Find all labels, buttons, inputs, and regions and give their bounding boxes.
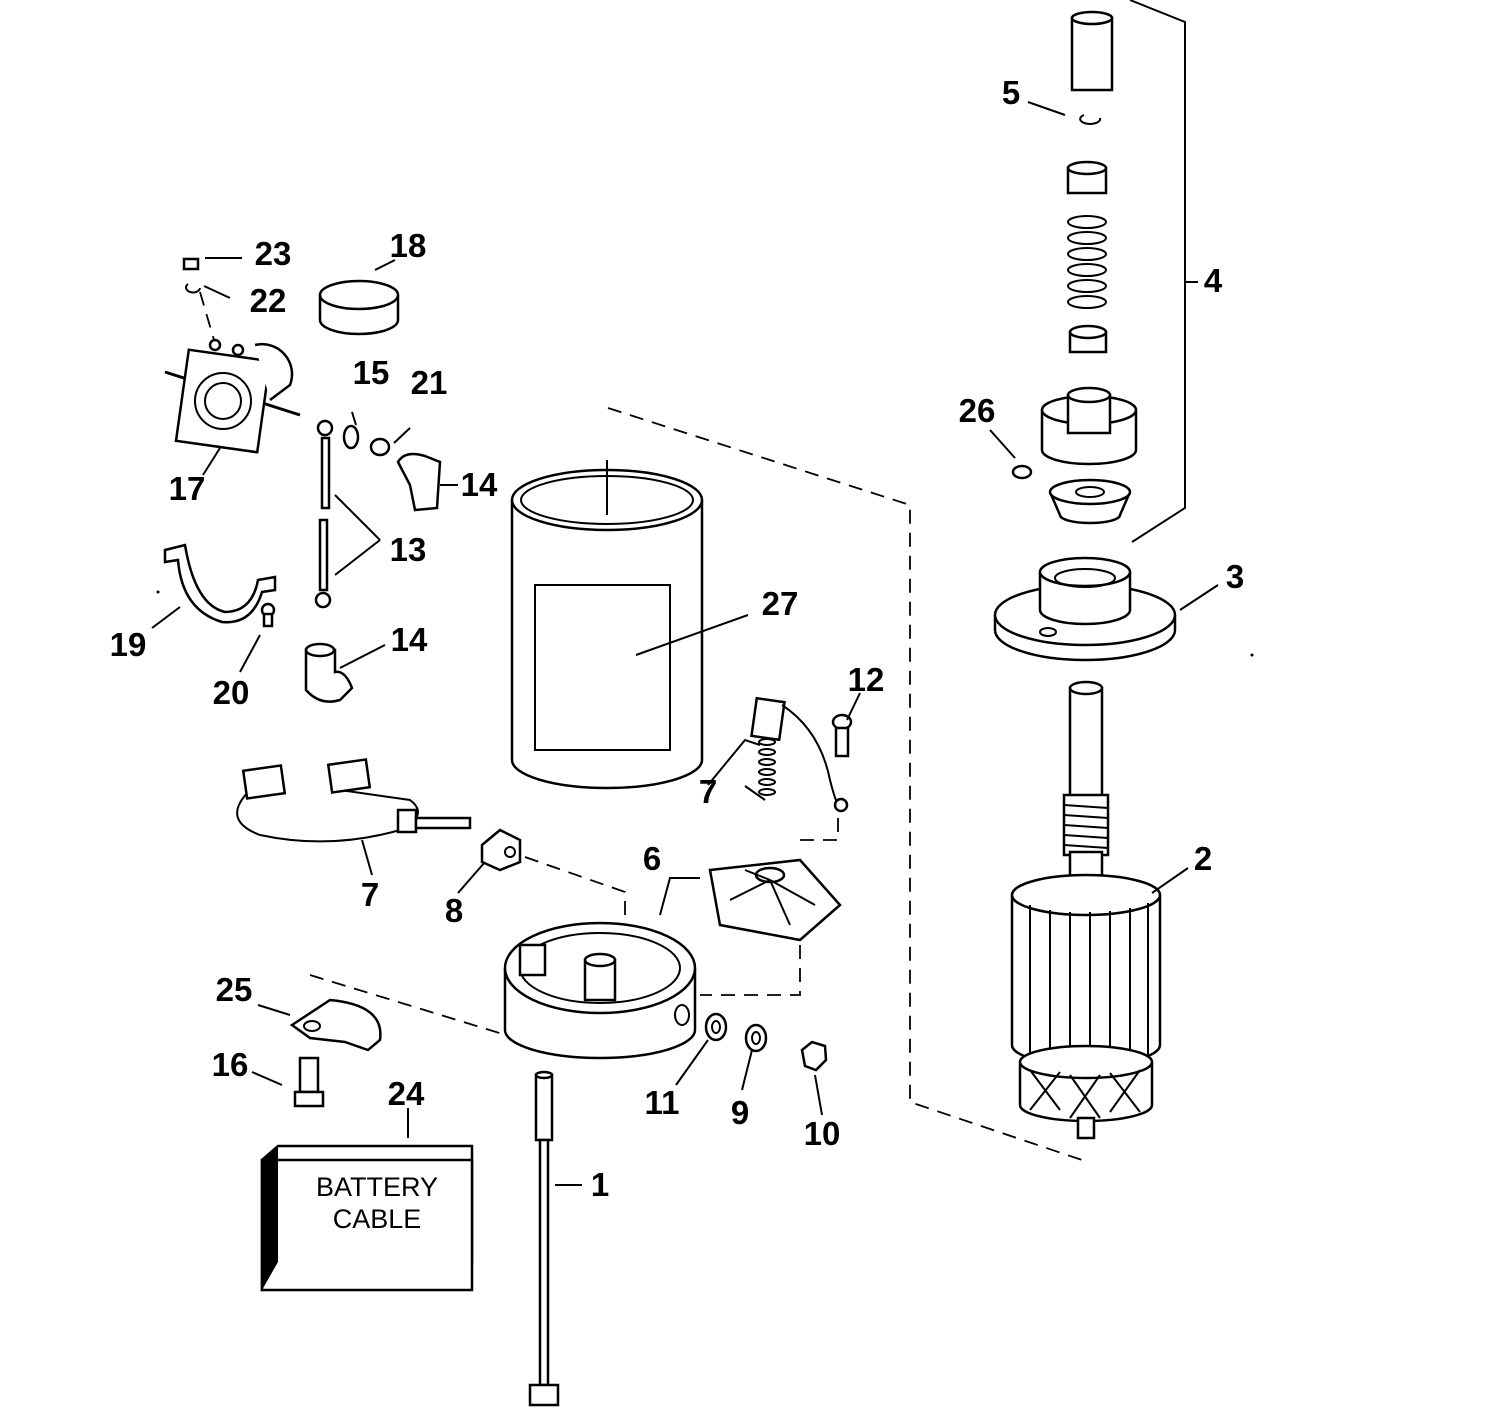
nut-part-26	[1011, 464, 1033, 480]
brush-spring-part-7	[758, 738, 776, 796]
callout-16: 16	[212, 1046, 249, 1083]
battery-cable-box-part-24	[260, 1144, 474, 1292]
commutator-end-cap	[503, 921, 697, 1060]
callout-23: 23	[255, 235, 292, 272]
callout-15: 15	[353, 354, 390, 391]
callout-6: 6	[643, 840, 661, 877]
boot-part-14-lower	[304, 642, 354, 703]
brush-plate-part-6	[708, 858, 842, 942]
callout-7-right: 7	[699, 773, 717, 810]
battery-cable-label-line-1: BATTERY	[316, 1172, 438, 1202]
lockwasher-part-15	[342, 424, 360, 450]
bolt-part-16	[293, 1056, 325, 1108]
callout-25: 25	[216, 971, 253, 1008]
washer-part-9	[744, 1023, 768, 1053]
callout-1: 1	[591, 1166, 609, 1203]
armature-part-2	[1010, 680, 1162, 1140]
callout-14-lower: 14	[391, 621, 428, 658]
drive-end-cap-part-3	[993, 556, 1177, 662]
callout-13: 13	[390, 531, 427, 568]
screw-part-20	[260, 602, 276, 628]
callout-14-upper: 14	[461, 466, 498, 503]
callout-10: 10	[804, 1115, 841, 1152]
drive-assembly-part-4	[1040, 10, 1138, 525]
callout-21: 21	[411, 364, 448, 401]
callout-11: 11	[645, 1084, 680, 1121]
terminal-block-part-8	[480, 828, 522, 872]
starter-housing-part-27	[510, 460, 704, 790]
callout-27: 27	[762, 585, 799, 622]
drive-assembly-bracket	[1129, 0, 1198, 543]
solenoid-part-17	[164, 338, 301, 454]
callout-26: 26	[959, 392, 996, 429]
band-part-18	[318, 279, 400, 336]
callout-24: 24	[388, 1075, 425, 1112]
brush-set-part-7	[236, 758, 472, 843]
clip-part-25	[289, 998, 382, 1052]
nut-part-21	[369, 437, 391, 457]
callout-17: 17	[169, 470, 206, 507]
callout-4: 4	[1204, 262, 1223, 299]
callout-8: 8	[445, 892, 463, 929]
callout-labels: 1 2 3 4 5 6 7 7 8 9 10 11 12 13 14 14 15…	[110, 74, 1245, 1203]
battery-cable-label-line-2: CABLE	[333, 1204, 422, 1234]
through-bolt-part-1	[528, 1070, 560, 1407]
drive-spring	[1067, 215, 1107, 309]
nut-part-10	[800, 1040, 828, 1072]
callout-2: 2	[1194, 840, 1212, 877]
brush-part-7-right	[750, 696, 849, 813]
lockwasher-part-22	[185, 283, 201, 294]
callout-12: 12	[848, 661, 885, 698]
callout-19: 19	[110, 626, 147, 663]
cable-part-13	[314, 419, 334, 609]
screw-part-12	[831, 713, 853, 758]
boot-part-14-upper	[396, 452, 442, 512]
leader-lines	[151, 101, 1219, 1186]
callout-7-left: 7	[361, 876, 379, 913]
callout-20: 20	[213, 674, 250, 711]
speck	[156, 590, 160, 594]
callout-18: 18	[390, 227, 427, 264]
callout-9: 9	[731, 1094, 749, 1131]
callout-22: 22	[250, 282, 287, 319]
speck	[1250, 653, 1254, 657]
washer-part-11	[704, 1012, 728, 1042]
callout-5: 5	[1002, 74, 1020, 111]
nut-part-23	[182, 257, 200, 271]
callout-3: 3	[1226, 558, 1244, 595]
clamp-part-19	[163, 543, 277, 624]
